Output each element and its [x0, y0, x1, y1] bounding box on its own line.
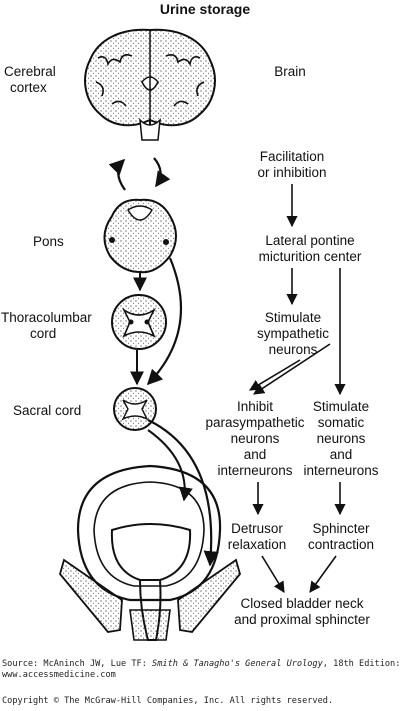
svg-text:Sphincter: Sphincter: [312, 521, 370, 536]
svg-text:Inhibit: Inhibit: [237, 399, 273, 414]
diagram-title: Urine storage: [160, 1, 250, 17]
svg-text:or inhibition: or inhibition: [257, 165, 326, 180]
brain-illustration: [84, 28, 216, 141]
pons-to-sacral-arrow: [146, 257, 183, 386]
svg-text:Closed bladder neck: Closed bladder neck: [240, 596, 363, 611]
source-url[interactable]: www.accessmedicine.com: [2, 670, 116, 680]
svg-text:cord: cord: [30, 326, 56, 341]
copyright-notice: Copyright © The McGraw-Hill Companies, I…: [2, 696, 334, 706]
bladder-illustration: [59, 464, 241, 641]
svg-text:Facilitation: Facilitation: [260, 149, 325, 164]
arrow-sympathetic-to-parasym: [249, 359, 301, 391]
node-stimulate-somatic: Stimulate somatic neurons and interneuro…: [303, 399, 378, 478]
svg-text:Detrusor: Detrusor: [231, 521, 283, 536]
svg-text:Thoracolumbar: Thoracolumbar: [1, 310, 92, 325]
svg-text:neurons: neurons: [317, 431, 366, 446]
label-thoracolumbar-cord: Thoracolumbar cord: [1, 310, 92, 341]
svg-text:neurons: neurons: [231, 431, 280, 446]
arrow-detrusor-to-closed: [261, 555, 285, 593]
sacral-to-sphincter-arrow: [147, 419, 219, 567]
node-stimulate-sympathetic: Stimulate sympathetic neurons: [257, 310, 329, 357]
svg-text:cortex: cortex: [10, 80, 47, 95]
node-inhibit-parasympathetic: Inhibit parasympathetic neurons and inte…: [205, 399, 304, 478]
svg-text:micturition center: micturition center: [259, 249, 362, 264]
label-cerebral-cortex: Cerebral cortex: [4, 64, 56, 95]
node-detrusor-relaxation: Detrusor relaxation: [228, 521, 287, 552]
thoracolumbar-cord-illustration: [111, 294, 167, 350]
node-sphincter-contraction: Sphincter contraction: [308, 521, 374, 552]
svg-text:interneurons: interneurons: [217, 463, 292, 478]
node-closed-bladder-neck: Closed bladder neck and proximal sphinct…: [234, 596, 370, 627]
svg-text:parasympathetic: parasympathetic: [205, 415, 304, 430]
node-facilitation: Facilitation or inhibition: [257, 149, 326, 180]
node-pontine-center: Lateral pontine micturition center: [259, 233, 362, 264]
label-sacral-cord: Sacral cord: [13, 403, 81, 418]
arrow-sphincter-to-closed: [309, 555, 337, 593]
label-pons: Pons: [33, 234, 64, 249]
svg-text:Lateral pontine: Lateral pontine: [265, 233, 354, 248]
svg-text:and proximal sphincter: and proximal sphincter: [234, 612, 370, 627]
node-brain: Brain: [274, 64, 306, 79]
svg-text:interneurons: interneurons: [303, 463, 378, 478]
pons-illustration: [103, 198, 177, 274]
svg-text:and: and: [244, 447, 267, 462]
svg-text:sympathetic: sympathetic: [257, 326, 329, 341]
ascending-arrow: [108, 158, 126, 191]
svg-text:neurons: neurons: [269, 342, 318, 357]
svg-text:somatic: somatic: [318, 415, 365, 430]
svg-text:Stimulate: Stimulate: [313, 399, 369, 414]
svg-text:Cerebral: Cerebral: [4, 64, 56, 79]
sacral-cord-illustration: [113, 387, 157, 431]
arrow-sympathetic-to-inhibit: [253, 343, 331, 395]
svg-text:and: and: [330, 447, 353, 462]
svg-text:contraction: contraction: [308, 537, 374, 552]
descending-arrow: [153, 157, 171, 188]
svg-text:relaxation: relaxation: [228, 537, 287, 552]
svg-text:Stimulate: Stimulate: [265, 310, 321, 325]
sacral-to-bladder-arrow: [147, 429, 193, 502]
source-citation: Source: McAninch JW, Lue TF: Smith & Tan…: [2, 659, 401, 669]
